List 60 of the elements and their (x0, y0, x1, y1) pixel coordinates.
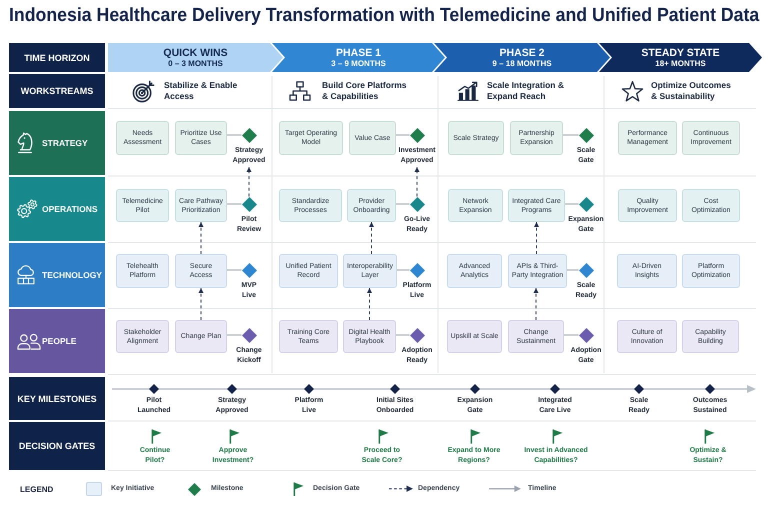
row-header-label: OPERATIONS (42, 204, 98, 214)
phase-duration: 9 – 18 MONTHS (492, 58, 552, 68)
connector-line (226, 334, 242, 336)
phase-title: PHASE 1 (336, 46, 381, 58)
milestone-diamond (242, 328, 256, 342)
row-header (9, 43, 105, 72)
phase-title: STEADY STATE (641, 46, 720, 58)
phase-banner (434, 43, 610, 72)
workstream-title: Optimize Outcomes & Sustainability (651, 80, 732, 102)
milestone-diamond (578, 328, 594, 342)
dashed-arrow (369, 222, 374, 254)
milestone-diamond (410, 196, 424, 212)
row-header-label: WORKSTREAMS (20, 86, 94, 96)
row-header (9, 74, 105, 108)
dashed-arrow (414, 166, 420, 197)
row-header (9, 422, 105, 470)
row-header (9, 377, 105, 420)
phase-banner (272, 43, 445, 72)
phase-duration: 0 – 3 MONTHS (168, 58, 223, 68)
milestone-diamond (578, 128, 594, 142)
milestone-diamond (410, 262, 424, 278)
row-header-label: DECISION GATES (18, 441, 96, 451)
row-header-label: KEY MILESTONES (17, 394, 97, 404)
connector-line (564, 334, 579, 336)
dashed-arrow (198, 222, 204, 254)
dashed-arrow (246, 166, 252, 197)
milestone-diamond (242, 128, 256, 142)
milestone-diamond (578, 262, 594, 278)
milestone-diamond (578, 196, 594, 212)
row-header (9, 177, 105, 241)
phase-duration: 18+ MONTHS (655, 58, 706, 68)
milestone-diamond (242, 196, 256, 212)
phase-banner (108, 43, 283, 72)
connector-line (396, 334, 410, 336)
dashed-arrow (534, 222, 539, 254)
milestone-diamond (410, 328, 424, 342)
row-header-label: STRATEGY (42, 138, 88, 148)
row-header (9, 309, 105, 373)
connector-line (396, 134, 410, 136)
legend-title: LEGEND (20, 484, 54, 494)
phase-banner (599, 43, 762, 72)
dashed-arrow (367, 288, 372, 320)
row-header (9, 243, 105, 307)
dashed-arrow (534, 288, 538, 320)
connector-line (226, 134, 242, 136)
phase-duration: 3 – 9 MONTHS (331, 58, 386, 68)
milestone-diamond (242, 262, 256, 278)
connector-line (562, 134, 579, 136)
workstream-title: Stabilize & Enable Access (164, 80, 238, 102)
workstream-title: Scale Integration & Expand Reach (487, 80, 565, 102)
row-header (9, 111, 105, 175)
dashed-arrow (198, 288, 204, 320)
row-header-label: PEOPLE (42, 336, 76, 346)
workstream-title: Build Core Platforms & Capabilities (322, 80, 408, 102)
milestone-diamond (410, 128, 424, 142)
diagram-title: Indonesia Healthcare Delivery Transformation with Telemedicine and Unified Patient Data (9, 5, 760, 27)
phase-title: QUICK WINS (163, 46, 228, 58)
phase-title: PHASE 2 (500, 46, 544, 58)
row-header-label: TECHNOLOGY (42, 270, 102, 280)
row-header-label: TIME HORIZON (24, 52, 90, 62)
